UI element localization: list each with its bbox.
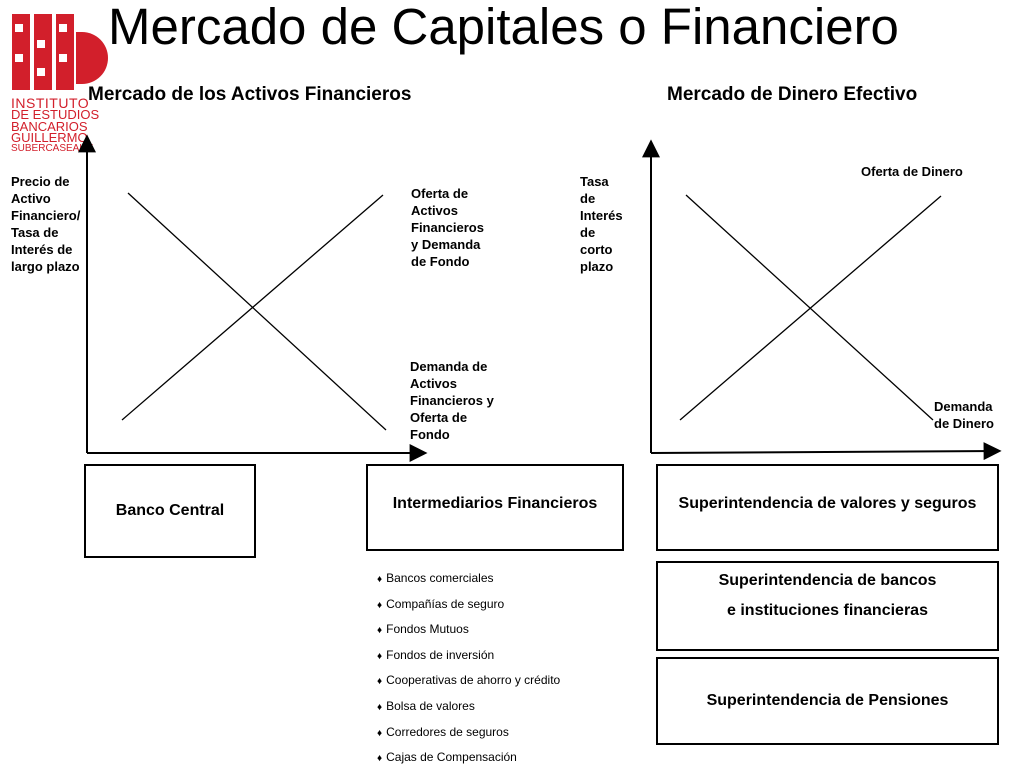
right-chart-title: Mercado de Dinero Efectivo: [667, 84, 918, 105]
curve-label-line: y Demanda: [411, 237, 481, 252]
curve-label-line: de Fondo: [411, 254, 470, 269]
box-label: Intermediarios Financieros: [392, 494, 598, 512]
box-label: Banco Central: [115, 502, 225, 519]
list-item-text: Fondos Mutuos: [386, 622, 469, 637]
diamond-bullet-icon: ♦: [377, 753, 383, 765]
list-item-text: Cajas de Compensación: [386, 750, 517, 765]
axis-label-line: Interés de: [11, 242, 73, 257]
right-y-axis-label: Tasa de Interés de corto plazo: [580, 173, 623, 275]
box-label: Superintendencia de Pensiones: [706, 692, 949, 709]
list-item: ♦Bolsa de valores: [377, 697, 560, 723]
pensions-super-box: Superintendencia de Pensiones: [656, 657, 999, 745]
left-demand-curve: [127, 192, 387, 431]
curve-label-line: Oferta de Dinero: [861, 164, 963, 179]
axis-label-line: Tasa: [580, 174, 609, 189]
axis-label-line: Activo: [11, 191, 51, 206]
logo-text-line: SUBERCASEAUX: [11, 143, 94, 154]
left-y-axis-label: Precio de Activo Financiero/ Tasa de Int…: [11, 173, 91, 275]
logo-icon: [12, 14, 108, 90]
axis-label-line: de: [580, 225, 596, 240]
list-item-text: Fondos de inversión: [386, 647, 495, 662]
axis-label-line: corto: [580, 242, 613, 257]
curve-label-line: Demanda de: [410, 359, 488, 374]
list-item: ♦Fondos de inversión: [377, 646, 560, 672]
right-x-axis: [650, 442, 1002, 461]
left-demand-label: Demanda de Activos Financieros y Oferta …: [410, 358, 494, 443]
list-item: ♦Bancos comerciales: [377, 569, 560, 595]
intermediaries-list: ♦Bancos comerciales ♦Compañías de seguro…: [377, 569, 560, 774]
curve-label-line: Financieros y: [410, 393, 494, 408]
right-supply-label: Oferta de Dinero: [861, 163, 963, 180]
right-demand-curve: [685, 194, 934, 421]
logo-text-line: GUILLERMO: [11, 130, 88, 145]
list-item-text: Corredores de seguros: [386, 724, 509, 739]
curve-label-line: de Dinero: [934, 416, 994, 431]
curve-label-line: Oferta de: [410, 410, 468, 425]
left-chart-title: Mercado de los Activos Financieros: [88, 84, 412, 105]
diamond-bullet-icon: ♦: [377, 650, 383, 662]
list-item: ♦Compañías de seguro: [377, 595, 560, 621]
curve-label-line: Activos: [410, 376, 457, 391]
axis-label-line: Financiero/: [11, 208, 81, 223]
diamond-bullet-icon: ♦: [377, 727, 383, 739]
box-label: Superintendencia de valores y seguros: [678, 494, 977, 512]
axis-label-line: de: [580, 191, 596, 206]
securities-super-box: Superintendencia de valores y seguros: [656, 464, 999, 551]
list-item: ♦Cajas de Compensación: [377, 748, 560, 774]
left-supply-curve: [121, 194, 384, 421]
right-supply-curve: [679, 195, 942, 421]
page-title: Mercado de Capitales o Financiero: [108, 0, 899, 55]
diamond-bullet-icon: ♦: [377, 625, 383, 637]
left-supply-label: Oferta de Activos Financieros y Demanda …: [411, 185, 484, 270]
axis-label-line: plazo: [580, 259, 614, 274]
list-item: ♦Corredores de seguros: [377, 723, 560, 749]
list-item-text: Bolsa de valores: [386, 698, 475, 713]
logo-text-line: BANCARIOS: [11, 119, 88, 134]
central-bank-box: Banco Central: [84, 464, 256, 558]
right-demand-label: Demanda de Dinero: [934, 398, 994, 432]
diamond-bullet-icon: ♦: [377, 701, 383, 713]
diamond-bullet-icon: ♦: [377, 599, 383, 611]
axis-label-line: largo plazo: [11, 259, 80, 274]
diamond-bullet-icon: ♦: [377, 574, 383, 585]
intermediaries-box: Intermediarios Financieros: [366, 464, 624, 551]
logo-text-line: INSTITUTO: [11, 95, 90, 111]
logo-text-line: DE ESTUDIOS: [11, 107, 100, 122]
diamond-bullet-icon: ♦: [377, 676, 383, 688]
box-label-line: Superintendencia de bancos: [718, 572, 937, 589]
box-label-line: e instituciones financieras: [727, 602, 928, 619]
curve-label-line: Fondo: [410, 427, 450, 442]
list-item-text: Cooperativas de ahorro y crédito: [386, 673, 561, 688]
curve-label-line: Financieros: [411, 220, 484, 235]
curve-label-line: Activos: [411, 203, 458, 218]
banks-super-box: Superintendencia de bancos e institucion…: [656, 561, 999, 651]
curve-label-line: Demanda: [934, 399, 993, 414]
axis-label-line: Tasa de: [11, 225, 59, 240]
axis-label-line: Interés: [580, 208, 623, 223]
list-item-text: Bancos comerciales: [386, 571, 494, 585]
list-item-text: Compañías de seguro: [386, 596, 505, 611]
list-item: ♦Fondos Mutuos: [377, 620, 560, 646]
list-item: ♦Cooperativas de ahorro y crédito: [377, 671, 560, 697]
curve-label-line: Oferta de: [411, 186, 469, 201]
axis-label-line: Precio de: [11, 174, 70, 189]
